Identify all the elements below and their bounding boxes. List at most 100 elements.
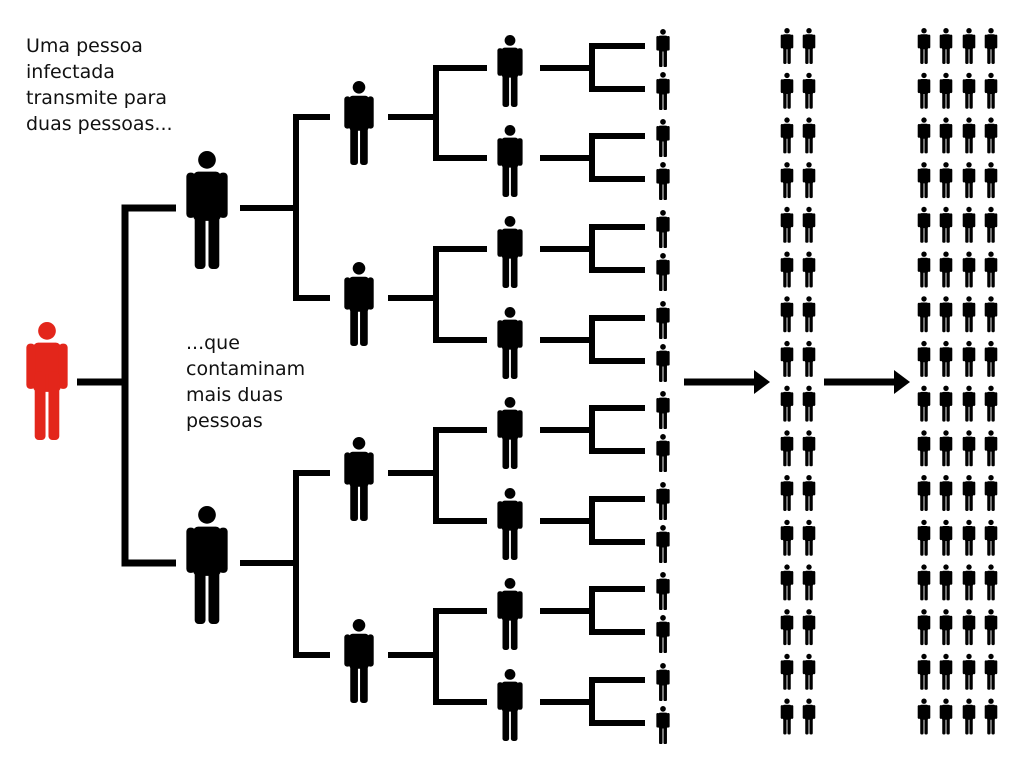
generation-1-person-icon [186, 506, 228, 624]
generation-6-person-icon [939, 609, 953, 646]
generation-5-person-icon [780, 72, 794, 109]
generation-2-person-icon [344, 437, 374, 521]
generation-2-person-icon [344, 262, 374, 346]
generation-6-person-icon [962, 430, 976, 467]
generation-3-person-icon [497, 578, 523, 650]
generation-6-person-icon [939, 564, 953, 601]
generation-4-person-icon [656, 391, 670, 429]
generation-5-person-icon [802, 296, 816, 333]
generation-4-person-icon [656, 210, 670, 248]
generation-6-person-icon [962, 296, 976, 333]
generation-5-person-icon [780, 206, 794, 243]
generation-5-person-icon [780, 340, 794, 377]
generation-6-person-icon [939, 430, 953, 467]
generation-6-person-icon [984, 430, 998, 467]
generation-4-person-icon [656, 663, 670, 701]
generation-6-person-icon [939, 385, 953, 422]
generation-4-person-icon [656, 706, 670, 744]
generation-6-person-icon [917, 28, 931, 64]
generation-6-person-icon [917, 251, 931, 288]
generation-6-person-icon [917, 564, 931, 601]
generation-4-person-icon [656, 29, 670, 67]
generation-3-person-icon [497, 669, 523, 741]
generation-5-person-icon [780, 430, 794, 467]
generation-6-person-icon [984, 206, 998, 243]
arrow-right-icon [684, 370, 770, 394]
generation-6-person-icon [917, 385, 931, 422]
generation-6-person-icon [939, 519, 953, 556]
generation-2-person-icon [344, 81, 374, 165]
generation-4-person-icon [656, 162, 670, 200]
generation-5-person-icon [802, 475, 816, 511]
generation-6-person-icon [984, 162, 998, 199]
generation-5-person-icon [802, 430, 816, 467]
generation-5-person-icon [780, 28, 794, 64]
generation-5-person-icon [780, 385, 794, 422]
generation-5-person-icon [780, 519, 794, 556]
generation-6-person-icon [984, 28, 998, 64]
followup-text: ...que contaminam mais duas pessoas [186, 332, 306, 432]
generation-6-person-icon [962, 206, 976, 243]
generation-4-person-icon [656, 525, 670, 563]
intro-text: Uma pessoa infectada transmite para duas… [26, 35, 173, 135]
generation-5-person-icon [780, 609, 794, 646]
generation-5-person-icon [780, 162, 794, 199]
generation-6-person-icon [984, 340, 998, 377]
generation-6-person-icon [984, 251, 998, 288]
generation-6-person-icon [984, 564, 998, 601]
generation-6-person-icon [962, 72, 976, 109]
generation-6-person-icon [962, 698, 976, 735]
generation-6-person-icon [917, 206, 931, 243]
generation-6-person-icon [984, 609, 998, 646]
generation-5-person-icon [802, 72, 816, 109]
generation-6-person-icon [984, 296, 998, 333]
generation-6-person-icon [984, 653, 998, 690]
generation-4-person-icon [656, 253, 670, 291]
generation-6-person-icon [917, 296, 931, 333]
generation-6-person-icon [917, 475, 931, 511]
generation-6-person-icon [962, 519, 976, 556]
generation-6-person-icon [917, 340, 931, 377]
generation-6-person-icon [984, 698, 998, 735]
generation-5-person-icon [802, 698, 816, 735]
generation-6-person-icon [917, 653, 931, 690]
generation-6-person-icon [939, 340, 953, 377]
generation-1-person-icon [186, 151, 228, 269]
generation-6-person-icon [939, 206, 953, 243]
generation-5-person-icon [802, 340, 816, 377]
generation-5-person-icon [780, 475, 794, 511]
generation-6-person-icon [939, 698, 953, 735]
generation-6-person-icon [939, 162, 953, 199]
generation-6-person-icon [939, 251, 953, 288]
generation-6-person-icon [939, 653, 953, 690]
generation-3-person-icon [497, 307, 523, 379]
generation-3-person-icon [497, 125, 523, 197]
generation-6-person-icon [939, 72, 953, 109]
generation-4-person-icon [656, 615, 670, 653]
generation-5-person-icon [802, 251, 816, 288]
generation-6-person-icon [984, 72, 998, 109]
patient-zero-icon [26, 322, 68, 440]
generation-4-person-icon [656, 344, 670, 382]
generation-5-person-icon [802, 162, 816, 199]
generation-6-person-icon [939, 117, 953, 154]
generation-5-person-icon [780, 698, 794, 735]
generation-4-person-icon [656, 301, 670, 339]
generation-5-person-icon [802, 117, 816, 154]
generation-4-person-icon [656, 482, 670, 520]
generation-6-person-icon [984, 385, 998, 422]
generation-3-person-icon [497, 35, 523, 107]
generation-3-person-icon [497, 488, 523, 560]
generation-6-person-icon [939, 475, 953, 511]
generation-5-person-icon [802, 519, 816, 556]
generation-3-person-icon [497, 216, 523, 288]
generation-6-person-icon [962, 28, 976, 64]
generation-5-person-icon [802, 609, 816, 646]
generation-6-person-icon [917, 609, 931, 646]
generation-5-person-icon [802, 385, 816, 422]
generation-6-person-icon [984, 475, 998, 511]
generation-5-person-icon [780, 653, 794, 690]
generation-6-person-icon [962, 251, 976, 288]
generation-6-person-icon [962, 117, 976, 154]
